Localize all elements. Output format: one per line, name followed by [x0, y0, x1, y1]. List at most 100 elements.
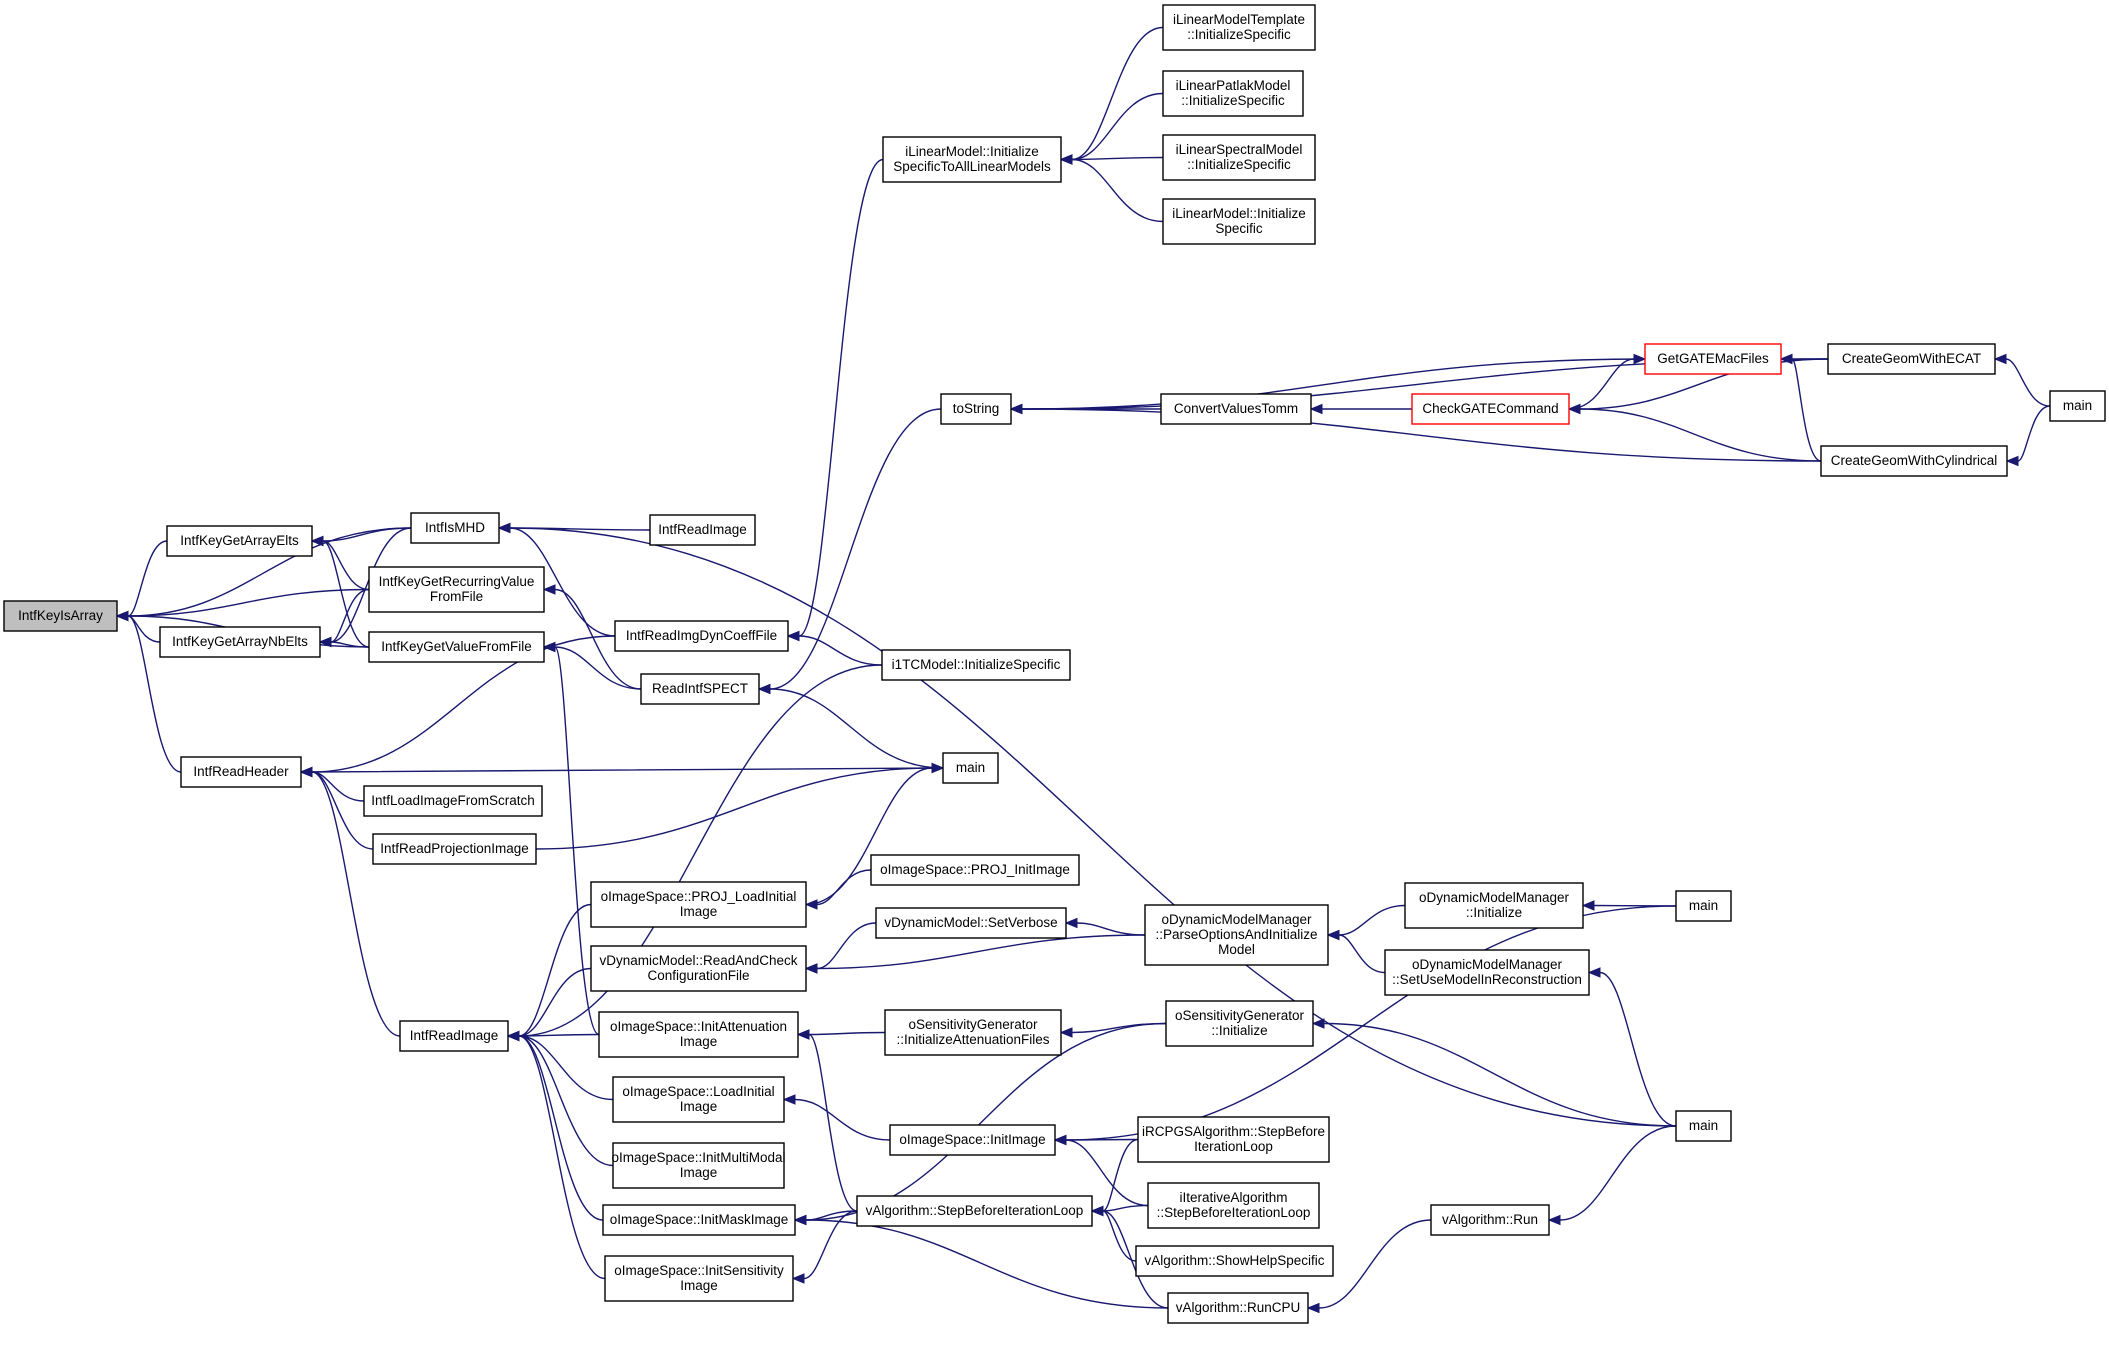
node-n30[interactable]: vDynamicModel::SetVerbose: [875, 907, 1067, 939]
node-n22[interactable]: main: [2049, 390, 2106, 422]
node-n48[interactable]: vAlgorithm::ShowHelpSpecific: [1135, 1245, 1334, 1277]
node-label: main: [1689, 1118, 1718, 1133]
edge-n13-to-n27: [535, 762, 945, 850]
node-n27[interactable]: main: [942, 752, 999, 784]
node-n50[interactable]: vAlgorithm::RunCPU: [1167, 1292, 1309, 1324]
node-n32[interactable]: oDynamicModelManager::ParseOptionsAndIni…: [1144, 904, 1329, 966]
node-n46[interactable]: vAlgorithm::StepBeforeIterationLoop: [856, 1195, 1093, 1227]
node-n42[interactable]: main: [1675, 1110, 1732, 1142]
node-label: vAlgorithm::Run: [1442, 1212, 1538, 1227]
node-n44[interactable]: iIterativeAlgorithm::StepBeforeIteration…: [1147, 1182, 1320, 1229]
node-n18[interactable]: iLinearModel::InitializeSpecific: [1162, 198, 1316, 245]
arrowhead: [804, 899, 818, 910]
edge-line: [1559, 1125, 1677, 1221]
node-n45[interactable]: oImageSpace::InitMaskImage: [602, 1204, 796, 1236]
node-n2[interactable]: IntfKeyGetArrayElts: [166, 525, 313, 557]
node-n15[interactable]: iLinearModelTemplate::InitializeSpecific: [1162, 4, 1316, 51]
node-n28[interactable]: oImageSpace::PROJ_InitImage: [870, 854, 1080, 886]
node-n9[interactable]: IntfReadImgDynCoeffFile: [614, 620, 789, 652]
edge-n13-to-n4: [299, 766, 374, 850]
edge-line: [509, 527, 1677, 1127]
edge-line: [816, 934, 1146, 970]
node-n40[interactable]: oImageSpace::InitImage: [889, 1124, 1056, 1156]
edge-n18-to-n14: [1059, 154, 1164, 223]
node-n5[interactable]: IntfIsMHD: [410, 512, 500, 544]
edge-n35-to-n32: [1326, 929, 1386, 974]
node-n25[interactable]: CreateGeomWithCylindrical: [1820, 445, 2008, 477]
node-n4[interactable]: IntfReadHeader: [180, 756, 302, 788]
node-n26[interactable]: i1TCModel::InitializeSpecific: [881, 649, 1071, 681]
node-n33[interactable]: oDynamicModelManager::Initialize: [1404, 882, 1584, 929]
node-box: [1162, 134, 1316, 181]
arrowhead: [318, 636, 332, 648]
edge-line: [127, 527, 412, 617]
node-label: ::InitializeSpecific: [1181, 93, 1285, 108]
node-label: main: [1689, 898, 1718, 913]
node-n17[interactable]: iLinearSpectralModel::InitializeSpecific: [1162, 134, 1316, 181]
node-label: ::SetUseModelInReconstruction: [1392, 972, 1582, 987]
node-box: [1162, 70, 1304, 117]
edge-line: [798, 158, 884, 637]
node-label: IntfLoadImageFromScratch: [371, 793, 535, 808]
edge-line: [798, 635, 883, 666]
node-n21[interactable]: CreateGeomWithECAT: [1827, 343, 1996, 375]
arrowhead: [1090, 1205, 1104, 1217]
node-n34[interactable]: main: [1675, 890, 1732, 922]
node-n1[interactable]: IntfKeyIsArray: [3, 600, 118, 632]
node-label: vAlgorithm::ShowHelpSpecific: [1144, 1253, 1324, 1268]
node-n23[interactable]: ConvertValuesTomm: [1160, 393, 1312, 425]
node-n10[interactable]: ReadIntfSPECT: [640, 673, 760, 705]
arrowhead: [497, 522, 511, 534]
arrowhead: [791, 1273, 805, 1284]
edge-line: [554, 646, 600, 1036]
node-box: [882, 136, 1062, 183]
node-n14[interactable]: iLinearModel::InitializeSpecificToAllLin…: [882, 136, 1062, 183]
node-n3[interactable]: IntfKeyGetArrayNbElts: [159, 626, 321, 658]
node-n31[interactable]: vDynamicModel::ReadAndCheckConfiguration…: [590, 945, 807, 992]
node-box: [180, 756, 302, 788]
node-box: [410, 512, 500, 544]
node-n41[interactable]: iRCPGSAlgorithm::StepBeforeIterationLoop: [1137, 1116, 1330, 1163]
edge-n46-to-n36: [796, 1029, 858, 1212]
node-n47[interactable]: vAlgorithm::Run: [1430, 1204, 1550, 1236]
node-label: oImageSpace::LoadInitial: [622, 1084, 774, 1099]
edge-line: [311, 635, 616, 773]
node-box: [166, 525, 313, 557]
arrowhead: [1306, 1302, 1320, 1314]
node-n12[interactable]: IntfLoadImageFromScratch: [363, 785, 543, 817]
edge-line: [816, 869, 872, 906]
arrowhead: [542, 584, 556, 595]
node-box: [1162, 198, 1316, 245]
node-box: [1820, 445, 2008, 477]
node-box: [1430, 1204, 1550, 1236]
edge-line: [127, 615, 182, 773]
node-n24[interactable]: CheckGATECommand: [1411, 393, 1570, 425]
edge-line: [808, 1033, 858, 1212]
node-label: ::InitializeSpecific: [1187, 27, 1291, 42]
node-label: i1TCModel::InitializeSpecific: [892, 657, 1061, 672]
node-n16[interactable]: iLinearPatlakModel::InitializeSpecific: [1162, 70, 1304, 117]
node-label: oDynamicModelManager: [1161, 912, 1312, 927]
node-n20[interactable]: GetGATEMacFiles: [1644, 343, 1782, 375]
node-n8[interactable]: IntfReadImage: [399, 1020, 509, 1052]
node-n13[interactable]: IntfReadProjectionImage: [372, 833, 537, 865]
node-n37[interactable]: oSensitivityGenerator::InitializeAttenua…: [884, 1009, 1062, 1056]
node-n38[interactable]: oSensitivityGenerator::Initialize: [1165, 1000, 1314, 1047]
node-n7[interactable]: IntfKeyGetValueFromFile: [368, 631, 545, 663]
node-n35[interactable]: oDynamicModelManager::SetUseModelInRecon…: [1384, 949, 1590, 996]
node-n11[interactable]: IntfReadImage: [649, 514, 756, 546]
node-label: oImageSpace::InitImage: [899, 1132, 1045, 1147]
node-box: [881, 649, 1071, 681]
edge-n7-to-n3: [318, 636, 370, 648]
arrowhead: [1633, 353, 1647, 365]
node-n19[interactable]: toString: [940, 393, 1012, 425]
edge-line: [127, 540, 168, 617]
arrowhead: [1587, 967, 1601, 978]
arrowhead: [542, 641, 556, 653]
